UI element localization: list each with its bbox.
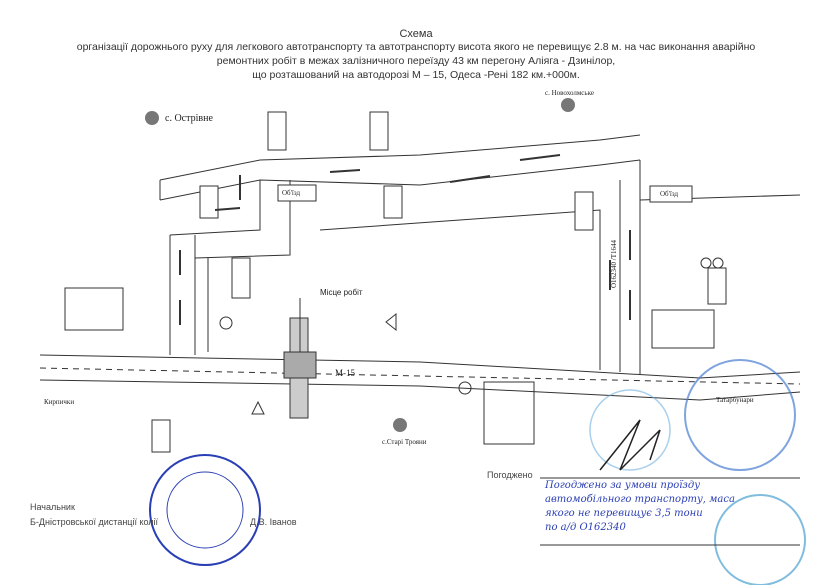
detour-label: Об'їзд (660, 190, 679, 198)
north-road-top (159, 134, 641, 181)
chief-org: Б-Дністровської дистанції колії (30, 517, 159, 527)
label-tatarbunary: Татарбунари (716, 396, 754, 404)
scheme-title: Схема (399, 28, 433, 40)
stamp-left (149, 454, 261, 566)
detour-sign (199, 185, 219, 219)
work-site-area (283, 351, 317, 379)
label-kyrpychky: Кирпички (44, 398, 75, 406)
sign-board (64, 287, 124, 331)
scheme-subtitle-line1: організації дорожнього руху для легковог… (76, 41, 756, 53)
sign-board (483, 381, 535, 445)
detour-sign (574, 191, 594, 231)
m15-road-top (39, 354, 801, 379)
village-marker-stari-troiany (393, 418, 407, 432)
label-stari-troiany: с.Старі Трояни (382, 438, 427, 446)
detour-sign (151, 419, 171, 453)
detour-sign (649, 185, 693, 203)
detour-sign (231, 257, 251, 299)
m15-road-bottom (39, 379, 801, 401)
detour-signs (151, 111, 727, 453)
scheme-subtitle-line3: що розташований на автодорозі М – 15, Од… (252, 69, 580, 81)
approved-label: Погоджено (487, 470, 533, 480)
signature (599, 419, 661, 471)
label-road-code: О162340 /Т1644 (610, 239, 619, 289)
village-marker-ostrivne (145, 111, 159, 125)
stamp-right-top (684, 359, 796, 471)
m15-centerline (39, 367, 801, 385)
chief-title: Начальник (30, 502, 75, 512)
label-novokholmske: с. Новохолмське (545, 89, 594, 97)
stamp-right-bottom (714, 494, 806, 585)
handwritten-note-line1: Погоджено за умови проїзду (545, 480, 701, 491)
detour-sign (277, 184, 317, 202)
label-ostrivne: с. Острівне (165, 113, 213, 124)
label-work-site: Місце робіт (320, 288, 363, 297)
scheme-subtitle-line2: ремонтних робіт в межах залізничного пер… (216, 55, 616, 67)
detour-sign (707, 267, 727, 305)
handwritten-note-line2: автомобільного транспорту, маса (545, 494, 735, 505)
handwritten-note-line4: по а/д О162340 (545, 522, 626, 533)
label-m15: М-15 (335, 368, 355, 378)
detour-label: Об'їзд (282, 189, 301, 197)
sign-boards (64, 257, 724, 445)
village-marker-novokholmske (561, 98, 575, 112)
detour-sign (267, 111, 287, 151)
detour-sign (383, 185, 403, 219)
roads (39, 134, 801, 401)
handwritten-note-line3: якого не перевищує 3,5 тони (545, 508, 703, 519)
traffic-arrows (179, 154, 631, 325)
sign-board (651, 309, 715, 349)
chief-name: Д.В. Іванов (250, 517, 297, 527)
north-road-bottom (159, 159, 641, 201)
detour-sign (369, 111, 389, 151)
